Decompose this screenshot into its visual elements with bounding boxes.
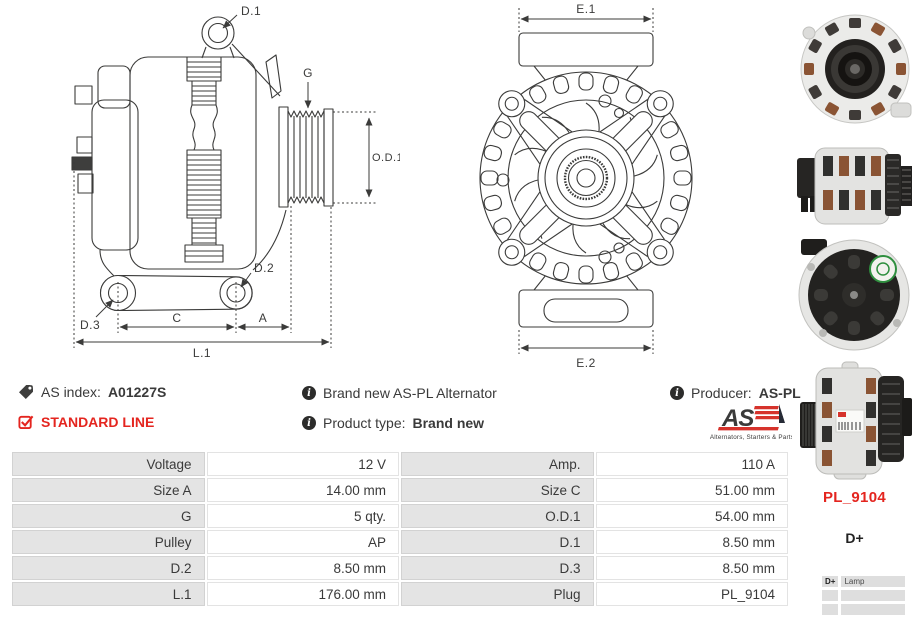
- spec-label: D.3: [401, 556, 594, 580]
- description-row: i Brand new AS-PL Alternator: [302, 385, 497, 401]
- producer-row: i Producer: AS-PL: [670, 385, 801, 401]
- standard-line-row: STANDARD LINE: [18, 414, 154, 430]
- terminal-table-header-row: D+ Lamp: [822, 576, 906, 587]
- spec-value: 12 V: [206, 452, 399, 476]
- spec-value: 54.00 mm: [595, 504, 788, 528]
- dim-label-od1: O.D.1: [372, 152, 400, 164]
- product-photo-rear: [798, 239, 910, 351]
- spec-label: Size A: [12, 478, 205, 502]
- dim-label-g: G: [303, 66, 313, 80]
- front-view-diagram: E.1 E.2: [479, 2, 693, 370]
- as-index-label: AS index:: [41, 384, 101, 400]
- spec-label: G: [12, 504, 205, 528]
- dim-label-a: A: [259, 311, 268, 325]
- spec-value: 176.00 mm: [206, 582, 399, 606]
- info-icon: i: [302, 416, 316, 430]
- spec-label: L.1: [12, 582, 205, 606]
- terminal-cell: D+: [822, 576, 839, 587]
- dim-label-c: C: [172, 311, 181, 325]
- spec-value: PL_9104: [595, 582, 788, 606]
- info-icon: i: [302, 386, 316, 400]
- dim-label-l1: L.1: [193, 346, 211, 360]
- spec-label: D.2: [12, 556, 205, 580]
- as-index-row: AS index: A01227S: [18, 384, 166, 400]
- product-type-row: i Product type: Brand new: [302, 415, 484, 431]
- spec-table: Voltage 12 V Amp. 110 A Size A 14.00 mm …: [10, 450, 790, 608]
- spec-value: 14.00 mm: [206, 478, 399, 502]
- terminal-table-row: [822, 604, 906, 615]
- dim-label-d1: D.1: [241, 4, 261, 18]
- dim-label-e2: E.2: [576, 356, 596, 370]
- spec-value: 8.50 mm: [595, 556, 788, 580]
- spec-label: Plug: [401, 582, 594, 606]
- terminal-cell: [841, 590, 906, 601]
- spec-label: O.D.1: [401, 504, 594, 528]
- spec-value: 5 qty.: [206, 504, 399, 528]
- terminal-cell: [822, 590, 839, 601]
- terminal-cell: [841, 604, 906, 615]
- spec-label: Voltage: [12, 452, 205, 476]
- dim-label-e1: E.1: [576, 2, 596, 16]
- spec-row: Voltage 12 V Amp. 110 A: [12, 452, 788, 476]
- product-photo-front: [800, 14, 912, 124]
- as-pl-logo: AS Alternators, Starters & Parts: [710, 404, 792, 441]
- as-index-value: A01227S: [107, 384, 167, 400]
- spec-value: 8.50 mm: [206, 556, 399, 580]
- product-type-label: Product type:: [323, 415, 406, 431]
- spec-value: 110 A: [595, 452, 788, 476]
- spec-row: Pulley AP D.1 8.50 mm: [12, 530, 788, 554]
- spec-row: G 5 qty. O.D.1 54.00 mm: [12, 504, 788, 528]
- terminal-dplus-label: D+: [845, 530, 864, 546]
- spec-value: AP: [206, 530, 399, 554]
- standard-line-label: STANDARD LINE: [41, 414, 155, 430]
- spec-label: D.1: [401, 530, 594, 554]
- spec-value: 8.50 mm: [595, 530, 788, 554]
- checkbox-checked-icon: [18, 415, 34, 430]
- terminal-table: D+ Lamp: [819, 573, 908, 618]
- terminal-cell: Lamp: [841, 576, 906, 587]
- spec-row: D.2 8.50 mm D.3 8.50 mm: [12, 556, 788, 580]
- dim-label-d3: D.3: [80, 318, 100, 332]
- info-icon: i: [670, 386, 684, 400]
- spec-label: Amp.: [401, 452, 594, 476]
- spec-label: Size C: [401, 478, 594, 502]
- side-view-body: [71, 16, 334, 312]
- plug-code-label: PL_9104: [823, 489, 886, 506]
- spec-value: 51.00 mm: [595, 478, 788, 502]
- product-photo-side-connector: [797, 147, 912, 225]
- product-photo-side-pulley: [800, 361, 912, 480]
- dim-label-d2: D.2: [254, 261, 274, 275]
- side-view-diagram: D.1 G O.D.1 D.2 D.3 C A L.1: [71, 4, 400, 360]
- front-view-body: [479, 32, 693, 328]
- logo-caption: Alternators, Starters & Parts: [710, 434, 792, 441]
- producer-value: AS-PL: [758, 385, 801, 401]
- spec-row: L.1 176.00 mm Plug PL_9104: [12, 582, 788, 606]
- tag-icon: [19, 384, 34, 399]
- terminal-table-row: [822, 590, 906, 601]
- side-view-dimensions: [73, 14, 378, 348]
- producer-label: Producer:: [691, 385, 752, 401]
- spec-row: Size A 14.00 mm Size C 51.00 mm: [12, 478, 788, 502]
- spec-label: Pulley: [12, 530, 205, 554]
- front-view-dimensions: [518, 8, 654, 354]
- product-description: Brand new AS-PL Alternator: [323, 385, 497, 401]
- product-type-value: Brand new: [412, 415, 485, 431]
- terminal-cell: [822, 604, 839, 615]
